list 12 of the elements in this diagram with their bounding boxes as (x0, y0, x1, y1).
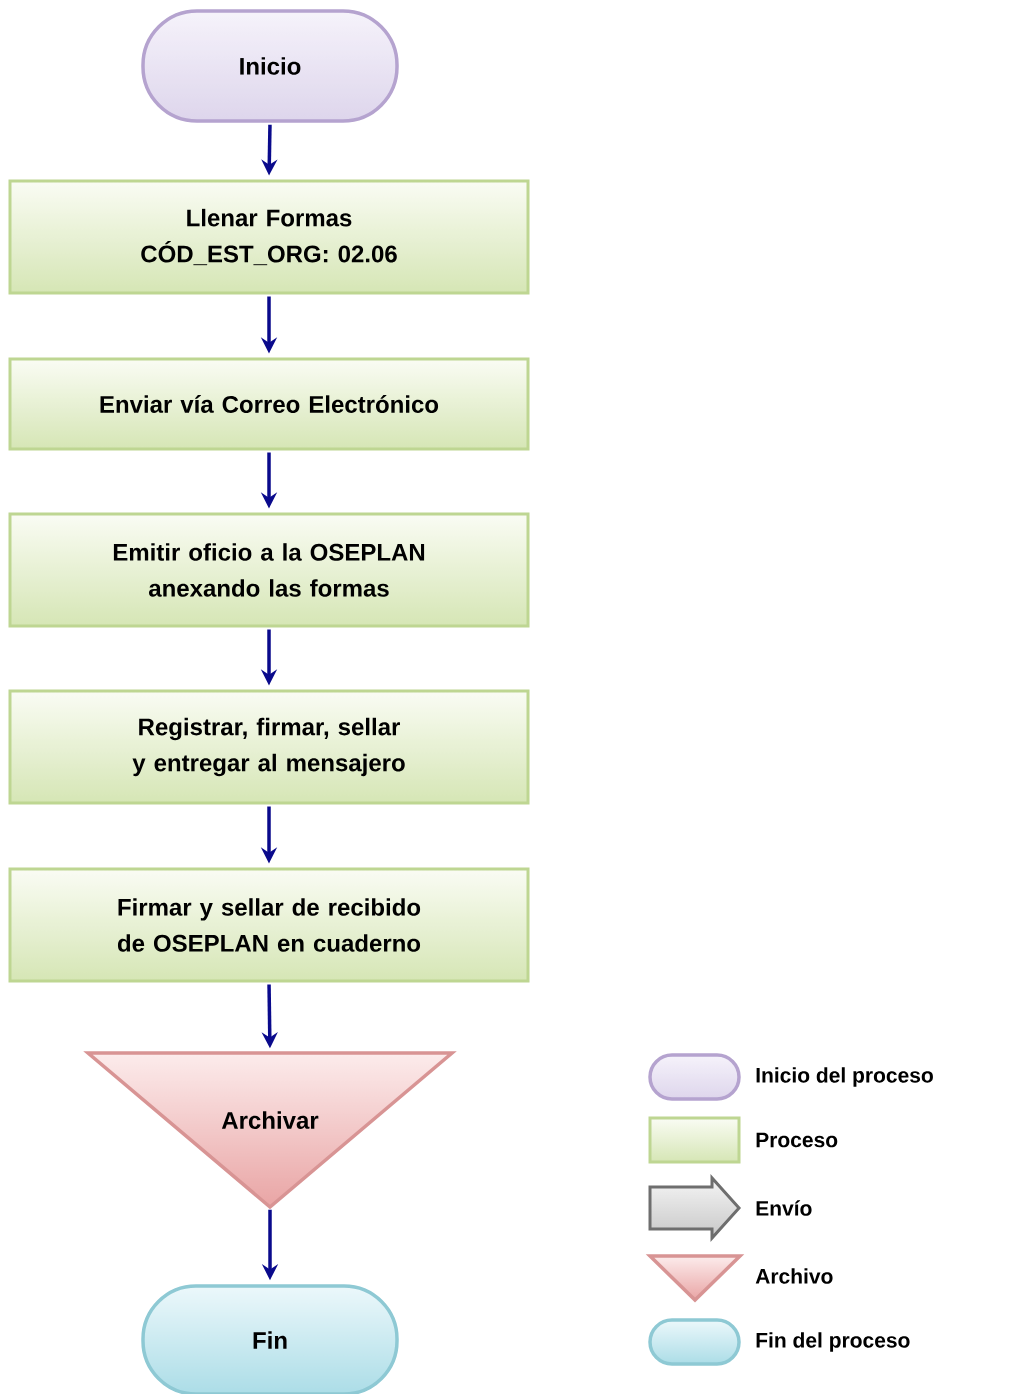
process-box: Llenar Formas CÓD_EST_ORG: 02.06 (8, 179, 530, 295)
legend-label: Proceso (756, 1132, 838, 1148)
process-box: Enviar vía Correo Electrónico (8, 357, 530, 451)
legend-label: Fin del proceso (756, 1332, 910, 1352)
process-box: Emitir oficio a la OSEPLAN anexando las formas (8, 512, 530, 628)
legend-label: Inicio del proceso (756, 1067, 933, 1087)
process-box: Registrar, firmar, sellar y entregar al mensajero (8, 689, 530, 805)
legend-label: Envío (756, 1200, 812, 1216)
legend-label: Archivo (755, 1268, 833, 1284)
start-terminal: Inicio (141, 9, 399, 123)
end-terminal: Fin (141, 1284, 399, 1394)
process-box: Firmar y sellar de recibido de OSEPLAN en cuaderno (8, 867, 530, 983)
